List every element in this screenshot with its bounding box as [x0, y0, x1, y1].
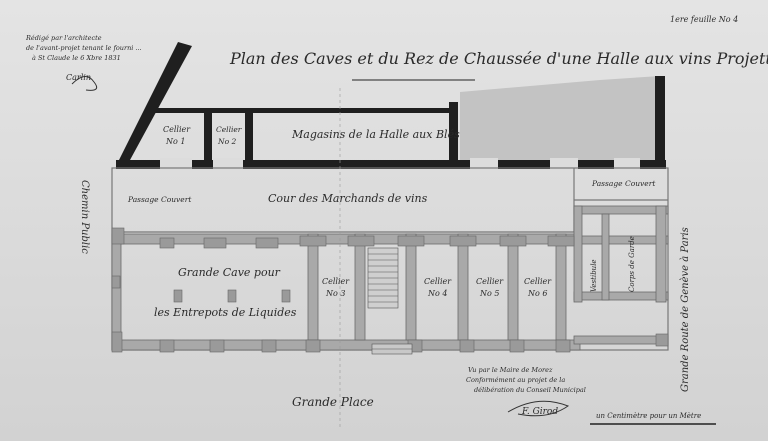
scale-note: un Centimètre pour un Mètre: [596, 412, 701, 420]
approval-note-line1: Rédigé par l'architecte: [25, 34, 102, 42]
approval-signature: Carlin: [66, 73, 91, 82]
mayor-note-line3: délibération du Conseil Municipal: [474, 386, 586, 394]
passage-couvert-left: Passage Couvert: [127, 195, 192, 204]
upper-wing-walls: [116, 42, 666, 170]
cour-label: Cour des Marchands de vins: [268, 192, 428, 205]
magasins-label: Magasins de la Halle aux Blés: [291, 128, 460, 141]
approval-note-line3: à St Claude le 6 Xbre 1831: [32, 54, 121, 62]
mayor-note-line1: Vu par le Maire de Morez: [468, 366, 553, 374]
mayor-note-line2: Conformément au projet de la: [466, 376, 565, 384]
corps-de-garde-label: Corps de Garde: [628, 236, 636, 292]
street-left-label: Chemin Public: [79, 180, 90, 254]
lower-wing-walls: [111, 205, 669, 351]
approval-note-line2: de l'avant-projet tenant le fourni ...: [26, 44, 142, 52]
signature-flourish-right: [507, 400, 570, 417]
sheet-reference: 1ere feuille No 4: [670, 15, 738, 24]
cellier-3-name: Cellier: [322, 277, 350, 286]
cellier-1-name: Cellier: [163, 125, 191, 134]
cellier-2-name: Cellier: [216, 125, 242, 134]
cellier-5-name: Cellier: [476, 277, 504, 286]
cellier-2-number: No 2: [217, 137, 236, 146]
paper-stain: [460, 76, 660, 160]
passage-couvert-right: Passage Couvert: [591, 179, 656, 188]
street-bottom-label: Grande Place: [292, 395, 374, 409]
buttresses: [111, 227, 669, 353]
street-right-label: Grande Route de Genève à Paris: [680, 227, 691, 392]
cellier-5-number: No 5: [479, 289, 499, 298]
mayor-signature: F. Girod: [521, 407, 558, 417]
grande-cave-line1: Grande Cave pour: [178, 266, 281, 279]
cellier-3-number: No 3: [325, 289, 345, 298]
entrance-steps: [371, 343, 413, 355]
cellier-1-number: No 1: [165, 137, 185, 146]
plan-title: Plan des Caves et du Rez de Chaussée d'u…: [229, 49, 768, 68]
cellier-4-name: Cellier: [424, 277, 452, 286]
cellier-4-number: No 4: [427, 289, 447, 298]
staircase: [367, 247, 399, 309]
signature-flourish-left: [71, 76, 98, 91]
cellier-6-name: Cellier: [524, 277, 552, 286]
vestibule-label: Vestibule: [590, 259, 598, 292]
grande-cave-line2: les Entrepots de Liquides: [154, 306, 297, 319]
cellier-6-number: No 6: [527, 289, 547, 298]
